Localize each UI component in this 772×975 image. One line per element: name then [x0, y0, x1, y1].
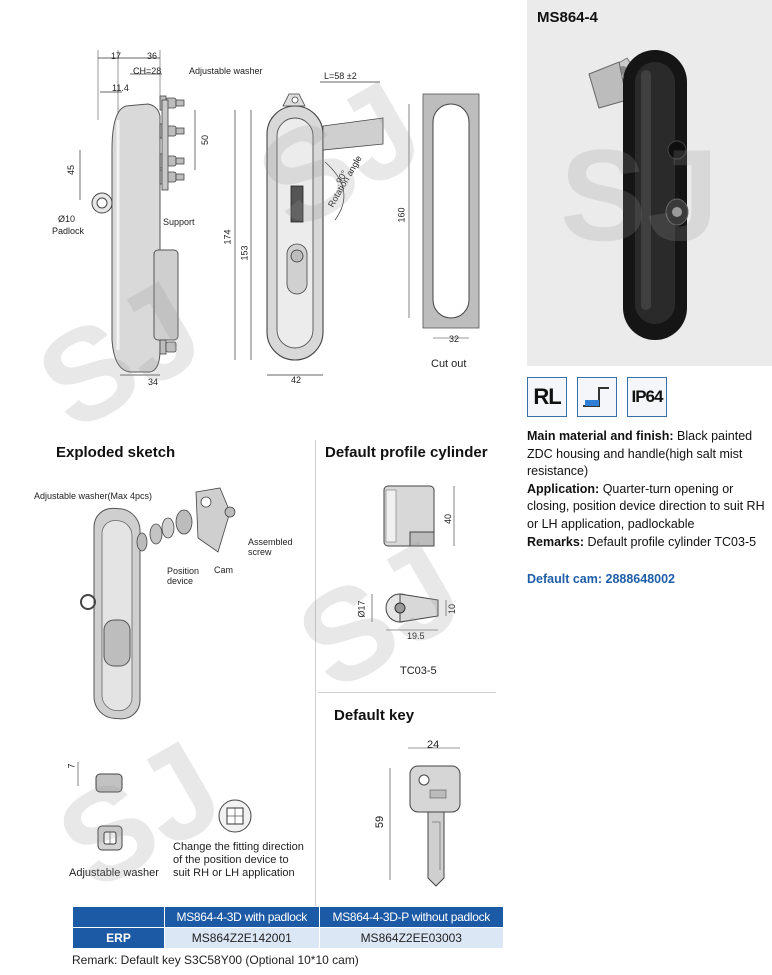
- dim-160: 160: [396, 207, 407, 223]
- dim-34: 34: [148, 377, 159, 387]
- callout-assembled-screw-1: Assembled: [248, 537, 293, 547]
- callout-support: Support: [163, 217, 195, 227]
- section-divider-horizontal: [318, 692, 496, 693]
- callout-adjustable-washer: Adjustable washer: [189, 66, 263, 76]
- cylinder-caption: TC03-5: [400, 665, 437, 677]
- dim-17: 17: [111, 51, 122, 61]
- dim-l58: L=58 ±2: [324, 71, 357, 81]
- cylinder-drawing: [371, 485, 455, 631]
- dim-45: 45: [66, 164, 77, 176]
- ip64-badge: IP64: [627, 377, 667, 417]
- change-note-3: suit RH or LH application: [173, 867, 295, 879]
- callout-cam: Cam: [214, 565, 234, 575]
- model-title: MS864-4: [537, 9, 598, 26]
- erp-col-without-padlock: MS864-4-3D-P without padlock: [318, 906, 505, 928]
- spec-block: Main material and finish: Black painted …: [527, 428, 767, 551]
- cylinder-title: Default profile cylinder: [325, 444, 488, 461]
- dim-cyl-19-5: 19.5: [407, 631, 425, 641]
- key-drawing: [389, 747, 461, 887]
- dim-11-4: 11.4: [112, 83, 129, 93]
- spec-application-label: Application:: [527, 481, 600, 496]
- erp-table: MS864-4-3D with padlock MS864-4-3D-P wit…: [72, 906, 505, 949]
- dim-42: 42: [291, 375, 302, 385]
- change-note-1: Change the fitting direction: [173, 841, 304, 853]
- dim-cyl-10: 10: [447, 603, 458, 615]
- callout-assembled-screw-2: screw: [248, 547, 272, 557]
- cutout-drawing: [408, 93, 480, 339]
- dim-ch28: CH=28: [133, 66, 162, 76]
- rl-badge: RL: [527, 377, 567, 417]
- washer-detail-drawing: [77, 762, 123, 851]
- erp-table-corner: [72, 906, 165, 928]
- callout-position-device-1: Position: [167, 566, 200, 576]
- dim-174: 174: [222, 229, 233, 245]
- change-note-2: of the position device to: [173, 854, 289, 866]
- dim-50: 50: [200, 134, 211, 146]
- footer-remark: Remark: Default key S3C58Y00 (Optional 1…: [72, 953, 359, 967]
- exploded-sketch-drawing: [80, 487, 236, 720]
- erp-col-with-padlock: MS864-4-3D with padlock: [164, 906, 320, 928]
- dim-32: 32: [449, 334, 460, 344]
- section-divider-vertical: [315, 440, 316, 910]
- erp-value-without-padlock: MS864Z2EE03003: [318, 927, 505, 949]
- spec-remarks: Remarks: Default profile cylinder TC03-5: [527, 534, 767, 552]
- product-photo: [527, 0, 772, 366]
- washer-caption: Adjustable washer: [69, 867, 159, 879]
- key-title: Default key: [334, 707, 415, 724]
- erp-row-label: ERP: [72, 927, 165, 949]
- erp-table-row: ERP MS864Z2E142001 MS864Z2EE03003: [72, 927, 505, 949]
- side-view-drawing: [79, 50, 196, 376]
- rl-badge-label: RL: [533, 384, 561, 409]
- product-photo-image: [527, 0, 772, 366]
- spec-remarks-value: Default profile cylinder TC03-5: [587, 534, 757, 549]
- dim-key-24: 24: [427, 739, 440, 751]
- cutout-caption: Cut out: [431, 358, 467, 370]
- spec-material-label: Main material and finish:: [527, 429, 674, 443]
- spec-application-value: Quarter-turn opening or closing, positio…: [527, 481, 765, 531]
- exploded-sketch-title: Exploded sketch: [56, 444, 176, 461]
- erp-value-with-padlock: MS864Z2E142001: [164, 927, 320, 949]
- ip64-badge-label: IP64: [631, 387, 664, 406]
- position-device-drawing: [218, 799, 252, 833]
- spec-application: Application: Quarter-turn opening or clo…: [527, 481, 767, 534]
- callout-position-device-2: device: [167, 576, 194, 586]
- callout-padlock-diameter: Ø10: [58, 214, 76, 224]
- erp-table-header: MS864-4-3D with padlock MS864-4-3D-P wit…: [72, 906, 505, 928]
- callout-padlock: Padlock: [52, 226, 85, 236]
- dim-153: 153: [239, 245, 250, 261]
- dim-36: 36: [147, 51, 158, 61]
- dim-cyl-17: Ø17: [356, 600, 367, 618]
- dim-cyl-40: 40: [443, 513, 454, 525]
- profile-icon-badge: [577, 377, 617, 417]
- spec-remarks-label: Remarks:: [527, 534, 584, 549]
- profile-icon: [583, 387, 609, 407]
- callout-washer-max: Adjustable washer(Max 4pcs): [34, 491, 153, 501]
- front-view-drawing: [234, 81, 384, 376]
- dim-key-59: 59: [374, 815, 387, 829]
- dim-washer-7: 7: [66, 763, 77, 769]
- default-cam: Default cam: 2888648002: [527, 572, 676, 586]
- spec-material-value: Black painted ZDC housing and handle(hig…: [527, 429, 753, 479]
- spec-material: Main material and finish: Black painted …: [527, 428, 767, 481]
